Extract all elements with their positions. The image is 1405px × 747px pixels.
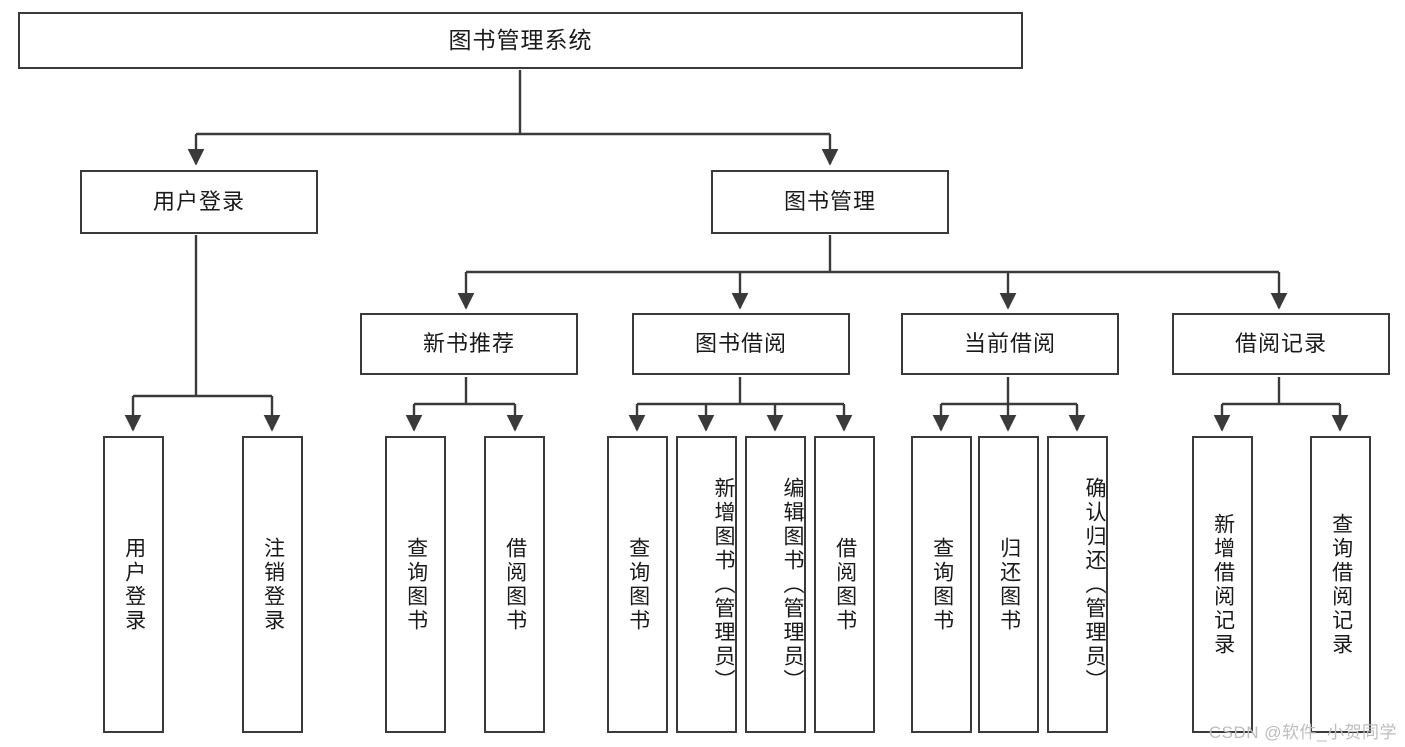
node-new-book-recommend[interactable]: 新书推荐 bbox=[360, 313, 578, 375]
node-label: 用户登录 bbox=[122, 536, 146, 633]
node-label: 查询图书 bbox=[404, 536, 428, 633]
node-label: 用户登录 bbox=[152, 188, 245, 214]
node-current-borrow[interactable]: 当前借阅 bbox=[901, 313, 1119, 375]
leaf-new-book-borrow[interactable]: 借阅图书 bbox=[484, 436, 545, 733]
leaf-record-query[interactable]: 查询借阅记录 bbox=[1310, 436, 1371, 733]
leaf-user-login[interactable]: 用户登录 bbox=[103, 436, 164, 733]
node-label: 查询借阅记录 bbox=[1329, 512, 1353, 657]
leaf-current-query-book[interactable]: 查询图书 bbox=[911, 436, 972, 733]
leaf-record-add[interactable]: 新增借阅记录 bbox=[1192, 436, 1253, 733]
node-user-login[interactable]: 用户登录 bbox=[80, 170, 318, 234]
leaf-borrow-edit-book[interactable]: 编辑图书（管理员） bbox=[745, 436, 806, 733]
leaf-borrow-query-book[interactable]: 查询图书 bbox=[607, 436, 668, 733]
node-label: 确认归还（管理员） bbox=[1083, 476, 1106, 693]
leaf-new-book-query[interactable]: 查询图书 bbox=[385, 436, 446, 733]
node-label: 借阅记录 bbox=[1234, 330, 1327, 356]
node-label: 借阅图书 bbox=[833, 536, 857, 633]
node-label: 编辑图书（管理员） bbox=[781, 476, 804, 693]
node-label: 新增借阅记录 bbox=[1211, 512, 1235, 657]
node-label: 新书推荐 bbox=[422, 330, 515, 356]
node-label: 图书借阅 bbox=[694, 330, 787, 356]
node-label: 查询图书 bbox=[626, 536, 650, 633]
node-label: 归还图书 bbox=[997, 536, 1021, 633]
leaf-current-confirm-return[interactable]: 确认归还（管理员） bbox=[1047, 436, 1108, 733]
node-label: 查询图书 bbox=[930, 536, 954, 633]
node-label: 借阅图书 bbox=[503, 536, 527, 633]
node-label: 当前借阅 bbox=[963, 330, 1056, 356]
node-book-management[interactable]: 图书管理 bbox=[711, 170, 949, 234]
node-label: 图书管理系统 bbox=[448, 26, 593, 53]
node-root-system[interactable]: 图书管理系统 bbox=[18, 12, 1023, 69]
leaf-current-return-book[interactable]: 归还图书 bbox=[978, 436, 1039, 733]
node-label: 图书管理 bbox=[783, 188, 876, 214]
leaf-borrow-add-book[interactable]: 新增图书（管理员） bbox=[676, 436, 737, 733]
leaf-user-logout[interactable]: 注销登录 bbox=[242, 436, 303, 733]
leaf-borrow-borrow-book[interactable]: 借阅图书 bbox=[814, 436, 875, 733]
node-borrow-record[interactable]: 借阅记录 bbox=[1172, 313, 1390, 375]
csdn-watermark: CSDN @软件_小贺同学 bbox=[1208, 723, 1397, 742]
node-label: 新增图书（管理员） bbox=[712, 476, 735, 693]
node-book-borrow[interactable]: 图书借阅 bbox=[632, 313, 850, 375]
node-label: 注销登录 bbox=[261, 536, 285, 633]
